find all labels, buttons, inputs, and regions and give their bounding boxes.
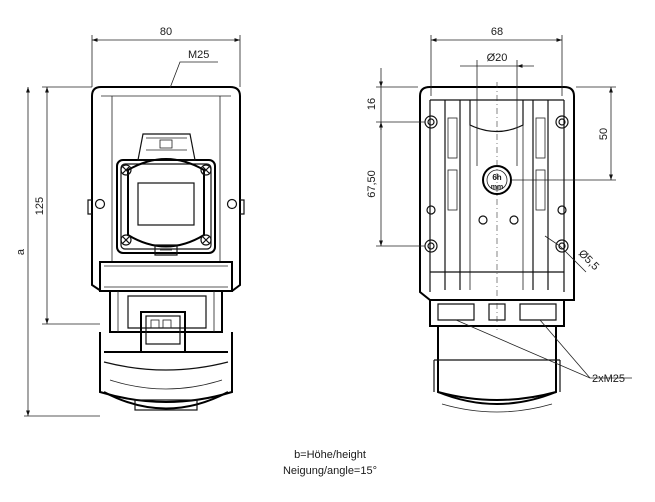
caption-height: b=Höhe/height bbox=[294, 449, 366, 461]
rear-view bbox=[376, 35, 632, 413]
caption-angle: Neigung/angle=15° bbox=[283, 465, 377, 477]
dim-front-thread: M25 bbox=[188, 49, 209, 61]
dim-side-top-offset: 16 bbox=[366, 98, 378, 110]
dim-side-hole-spacing: 67,50 bbox=[366, 170, 378, 198]
dim-side-hole-dia: Ø5,5 bbox=[576, 248, 601, 273]
dim-front-width: 80 bbox=[160, 26, 172, 38]
dim-front-height: 125 bbox=[34, 197, 46, 215]
knockout-label-2: mm bbox=[491, 184, 503, 191]
dim-side-width: 68 bbox=[491, 26, 503, 38]
knockout-label-1: 6h bbox=[492, 173, 501, 182]
dim-side-threads: 2xM25 bbox=[592, 373, 625, 385]
dim-front-total: a bbox=[15, 248, 27, 255]
dim-side-center-dia: Ø20 bbox=[487, 52, 508, 64]
front-view bbox=[24, 35, 245, 417]
dim-side-right-height: 50 bbox=[598, 128, 610, 140]
